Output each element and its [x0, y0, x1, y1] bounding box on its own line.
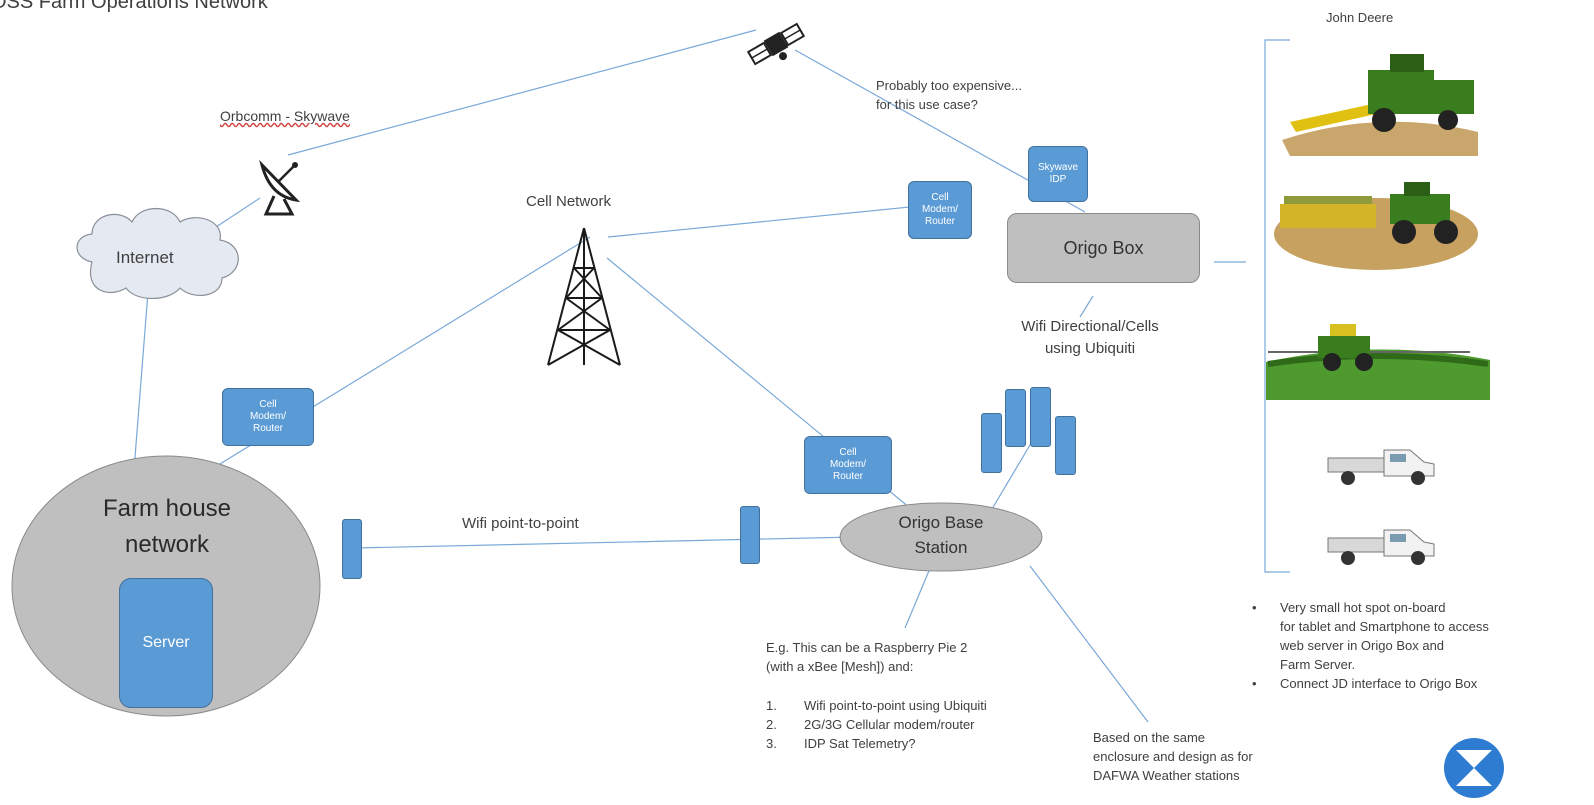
raspberry-note: E.g. This can be a Raspberry Pie 2 (with…	[766, 638, 987, 753]
box-line: Skywave	[1037, 162, 1078, 173]
link-base-raspberry-note	[904, 565, 932, 629]
satellite-dish-icon	[259, 159, 301, 216]
john-deere-label: John Deere	[1326, 10, 1394, 25]
box-line: Cell	[839, 447, 857, 458]
diagram-title: OSS Farm Operations Network	[0, 0, 268, 13]
wifi-p2p-label: Wifi point-to-point	[462, 515, 579, 532]
link-dish-satellite	[287, 29, 757, 156]
raspberry-list-item: 3.IDP Sat Telemetry?	[766, 736, 916, 751]
note-line: for tablet and Smartphone to access	[1280, 619, 1489, 634]
combine-harvester-icon	[1282, 54, 1478, 156]
note-line: Connect JD interface to Origo Box	[1280, 676, 1478, 691]
sat-note-line: Probably too expensive...	[876, 78, 1022, 93]
orbcomm-label: Orbcomm - Skywave	[220, 107, 350, 126]
base-station-line: Origo Base	[898, 513, 984, 532]
note-line: DAFWA Weather stations	[1093, 768, 1240, 783]
wifi-dir-line: using Ubiquiti	[1044, 340, 1136, 357]
box-line: Modem/	[829, 459, 867, 470]
base-station-line: Station	[914, 538, 968, 557]
ubiquiti-antenna	[1005, 389, 1026, 447]
sat-note-line: for this use case?	[876, 97, 978, 112]
note-line: web server in Origo Box and	[1280, 638, 1445, 653]
ubiquiti-antenna	[981, 413, 1002, 473]
farm-house-line: network	[124, 531, 210, 558]
enclosure-note: Based on the same enclosure and design a…	[1093, 728, 1253, 785]
server-box: Server	[119, 578, 213, 708]
hotspot-list: Very small hot spot on-board for tablet …	[1246, 598, 1489, 693]
list-item-text: Wifi point-to-point using Ubiquiti	[804, 698, 987, 713]
hotspot-list-item: Very small hot spot on-board for tablet …	[1246, 598, 1489, 674]
list-item-text: 2G/3G Cellular modem/router	[804, 717, 975, 732]
raspberry-list-item: 2.2G/3G Cellular modem/router	[766, 717, 975, 732]
raspberry-list: 1.Wifi point-to-point using Ubiquiti 2.2…	[766, 696, 987, 753]
vehicles-bracket	[1264, 39, 1290, 573]
farm-house-label: Farm house network	[12, 491, 322, 563]
orbcomm-label-text: Orbcomm - Skywave	[220, 108, 350, 124]
list-item-text: IDP Sat Telemetry?	[804, 736, 916, 751]
origo-box-label: Origo Box	[1063, 237, 1144, 258]
link-internet-dish	[212, 197, 261, 230]
box-line: Router	[832, 471, 863, 482]
box-line: Cell	[931, 192, 949, 203]
box-line: Cell	[259, 399, 277, 410]
wifi-dir-line: Wifi Directional/Cells	[1021, 318, 1159, 335]
wifi-antenna-farm	[342, 519, 362, 579]
box-line: Modem/	[921, 204, 959, 215]
sprayer-tractor-icon	[1266, 324, 1490, 400]
wifi-directional-label: Wifi Directional/Cells using Ubiquiti	[1000, 316, 1180, 360]
note-line: E.g. This can be a Raspberry Pie 2	[766, 640, 968, 655]
connector-lines	[133, 29, 1290, 723]
utility-truck-icon	[1327, 449, 1435, 485]
note-line: Based on the same	[1093, 730, 1206, 745]
box-line: Router	[252, 423, 283, 434]
link-origo-box-wifi	[1079, 295, 1094, 318]
cloud-icon	[76, 208, 239, 299]
note-line: Farm Server.	[1280, 657, 1356, 672]
ubiquiti-antenna	[1055, 416, 1076, 475]
server-label: Server	[142, 634, 190, 651]
note-line: Very small hot spot on-board	[1280, 600, 1446, 615]
link-antenna-base-station	[991, 439, 1034, 510]
link-tower-origo-box	[607, 205, 921, 238]
utility-truck-icon	[1327, 529, 1435, 565]
note-line: enclosure and design as for	[1093, 749, 1253, 764]
raspberry-list-item: 1.Wifi point-to-point using Ubiquiti	[766, 698, 987, 713]
wifi-antenna-base	[740, 506, 760, 564]
satellite-note: Probably too expensive... for this use c…	[876, 76, 1022, 114]
box-line: Router	[924, 216, 955, 227]
logo-icon	[1444, 738, 1504, 798]
internet-label: Internet	[116, 248, 174, 267]
link-base-enclosure-note	[1029, 565, 1149, 723]
satellite-icon	[746, 22, 806, 66]
base-station-label: Origo Base Station	[860, 510, 1022, 560]
hotspot-list-item: Connect JD interface to Origo Box	[1246, 674, 1489, 693]
base-station-ellipse	[839, 502, 1043, 572]
box-line: IDP	[1049, 174, 1067, 185]
link-internet-farmhouse	[133, 291, 149, 471]
hotspot-notes: Very small hot spot on-board for tablet …	[1246, 598, 1489, 693]
cell-network-label: Cell Network	[526, 193, 612, 210]
link-wifi-p2p	[354, 536, 856, 549]
cell-tower-icon	[547, 227, 621, 366]
farm-house-line: Farm house	[102, 495, 232, 522]
origo-box: Origo Box	[1007, 213, 1200, 283]
seeder-tractor-icon	[1274, 182, 1478, 270]
box-line: Modem/	[249, 411, 287, 422]
note-line: (with a xBee [Mesh]) and:	[766, 659, 914, 674]
ubiquiti-antenna	[1030, 387, 1051, 447]
